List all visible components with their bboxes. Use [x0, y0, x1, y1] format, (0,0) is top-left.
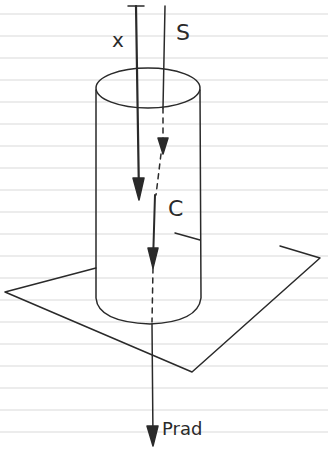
s-arrow [163, 6, 165, 108]
prad-label: Prad [162, 420, 202, 438]
arrowhead [133, 178, 144, 200]
cylinder-top [96, 68, 200, 108]
arrowhead [147, 426, 158, 446]
arrowhead [148, 248, 158, 268]
c-label: C [168, 198, 183, 220]
x-label: x [112, 30, 124, 50]
arrowhead [158, 138, 168, 154]
cylinder-body [96, 90, 201, 324]
x-arrow [136, 6, 139, 196]
ground-plane [5, 246, 320, 372]
hidden-line [152, 268, 153, 322]
prad-arrow [152, 324, 153, 440]
s-label: S [176, 22, 190, 44]
ground-plane-edge [175, 233, 200, 240]
hidden-line [156, 154, 161, 195]
